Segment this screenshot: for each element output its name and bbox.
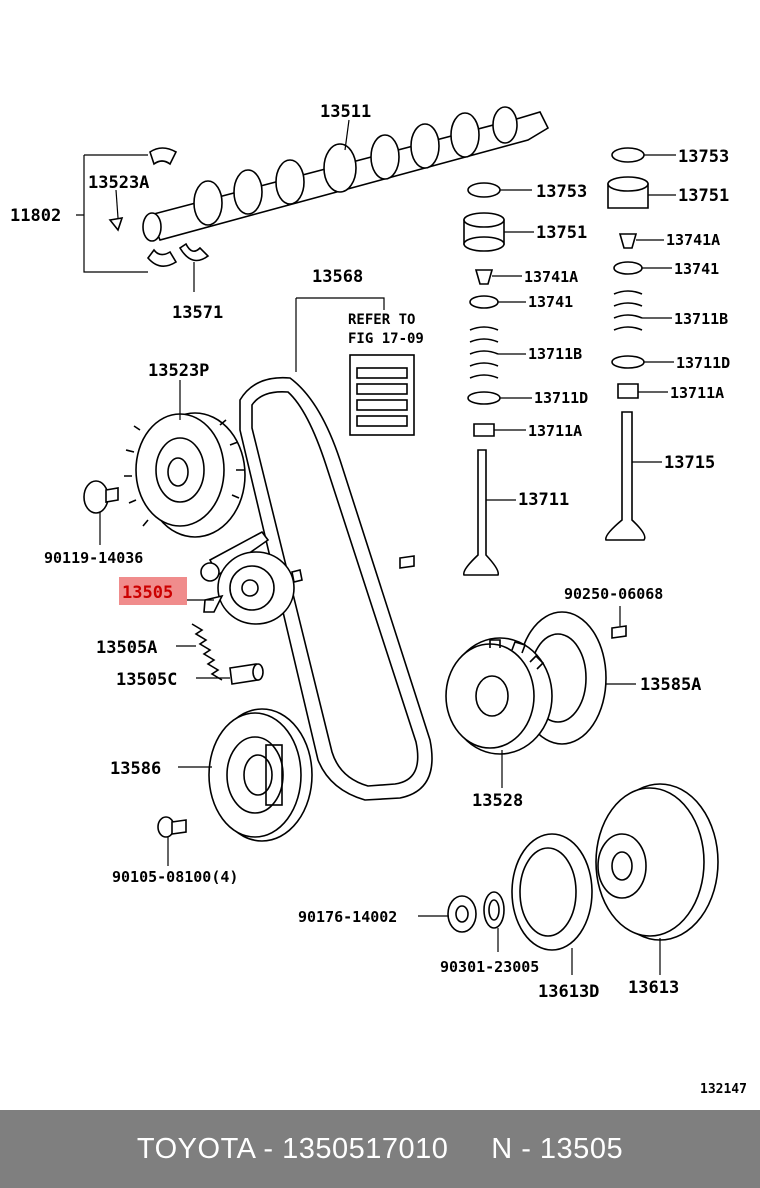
refer-line-2: FIG 17-09 [348, 331, 424, 347]
refer-line-1: REFER TO [348, 312, 415, 328]
label-pulley-bolt: 90119-14036 [44, 549, 143, 567]
label-tensioner-spring: 13505A [96, 638, 157, 658]
labels: 13511 11802 13523A 13571 13568 REFER TO … [10, 102, 747, 1097]
flywheel-drawing [595, 783, 719, 941]
label-camshaft-bearing: 13571 [172, 303, 223, 323]
label-exhaust-valve: 13715 [664, 453, 715, 473]
valve-parts-left [462, 182, 505, 576]
label-crank-pulley: 13586 [110, 759, 161, 779]
tensioner-drawing [200, 530, 303, 625]
label-tensioner: 13505 [122, 583, 173, 603]
label-seal-ring: 90301-23005 [440, 958, 539, 976]
label-retainer-l: 13741 [528, 293, 573, 311]
bearing-shells [108, 147, 210, 267]
label-camshaft-pulley: 13523P [148, 361, 209, 381]
label-flywheel: 13613 [628, 978, 679, 998]
label-seal-l: 13711A [528, 422, 582, 440]
label-lifter-l: 13751 [536, 223, 587, 243]
label-spring-r: 13711B [674, 310, 728, 328]
label-oil-seal: 90176-14002 [298, 908, 397, 926]
small-bolt-drawing [157, 816, 187, 838]
label-seat-r: 13711D [676, 354, 730, 372]
label-pin: 90250-06068 [564, 585, 663, 603]
leader-lines [99, 119, 676, 975]
label-crank-timing-pulley: 13528 [472, 791, 523, 811]
figure-number: 132147 [700, 1082, 747, 1097]
label-tensioner-pin: 13505C [116, 670, 177, 690]
refer-box [296, 297, 415, 436]
crank-pulley-drawing [208, 708, 313, 842]
dowel-drawing [399, 555, 415, 569]
camshaft-pulley-drawing [124, 412, 246, 538]
label-camshaft-sub: 13523A [88, 173, 149, 193]
seal-ring-drawing [483, 891, 505, 929]
flywheel-ring-drawing [511, 833, 593, 951]
label-shim-l: 13753 [536, 182, 587, 202]
parts-diagram: 13511 11802 13523A 13571 13568 REFER TO … [10, 102, 747, 1097]
spring-drawing [191, 623, 223, 681]
pin-drawing [229, 663, 264, 685]
label-bearing-set: 11802 [10, 206, 61, 226]
label-flywheel-ring: 13613D [538, 982, 599, 1002]
oil-seal-drawing [447, 895, 477, 933]
crank-timing-pulley-drawing [445, 637, 553, 755]
label-timing-belt: 13568 [312, 267, 363, 287]
label-intake-valve: 13711 [518, 490, 569, 510]
label-keeper-l: 13741A [524, 268, 578, 286]
label-belt-guide: 13585A [640, 675, 701, 695]
label-retainer-r: 13741 [674, 260, 719, 278]
label-seat-l: 13711D [534, 389, 588, 407]
label-seal-r: 13711A [670, 384, 724, 402]
highlight-box [119, 577, 187, 605]
label-spring-l: 13711B [528, 345, 582, 363]
footer-bar: TOYOTA - 1350517010 N - 13505 [0, 1110, 760, 1188]
label-shim-r: 13753 [678, 147, 729, 167]
pin-90250-drawing [611, 625, 627, 639]
pulley-bolt-drawing [83, 480, 119, 514]
label-pulley-bolts: 90105-08100(4) [112, 868, 238, 886]
camshaft-drawing [142, 106, 550, 242]
label-lifter-r: 13751 [678, 186, 729, 206]
timing-belt-drawing [239, 376, 433, 801]
label-camshaft: 13511 [320, 102, 371, 122]
valve-parts-right [605, 147, 649, 541]
label-keeper-r: 13741A [666, 231, 720, 249]
footer-text: TOYOTA - 1350517010 N - 13505 [136, 1132, 624, 1165]
